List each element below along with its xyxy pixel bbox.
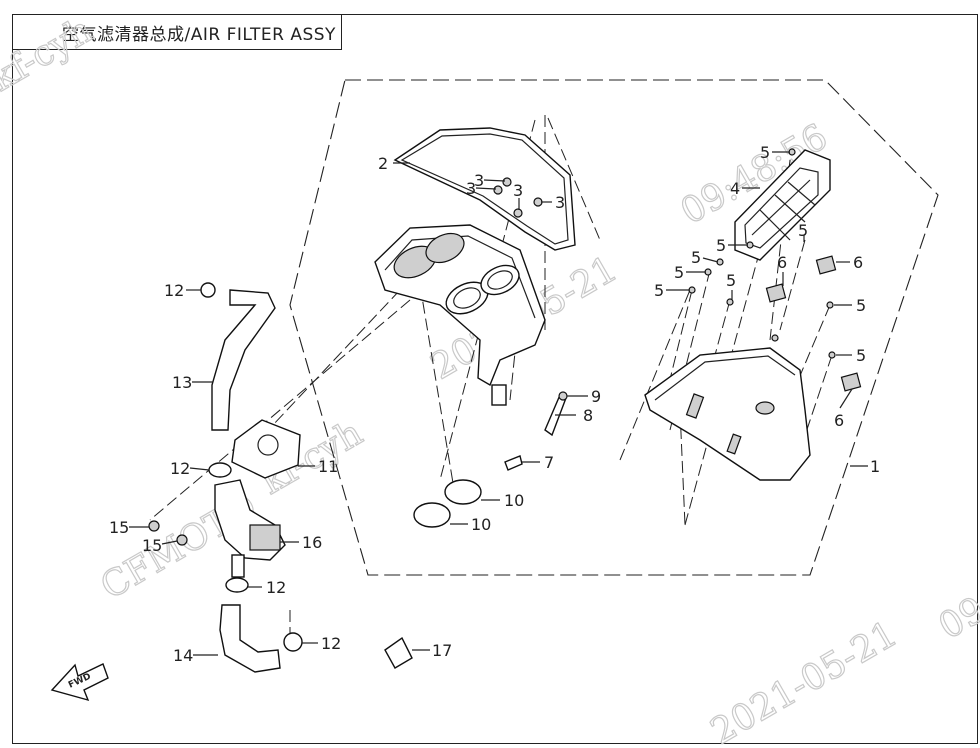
callout-15b: 15 bbox=[142, 536, 162, 555]
callout-6c: 6 bbox=[834, 411, 844, 430]
callout-6b: 6 bbox=[777, 253, 787, 272]
sleeve bbox=[384, 636, 413, 669]
callout-12a: 12 bbox=[164, 281, 184, 300]
callout-5c: 5 bbox=[691, 248, 701, 267]
bracket-hole bbox=[257, 434, 279, 456]
bracket bbox=[231, 419, 301, 479]
callout-12d: 12 bbox=[321, 634, 341, 653]
air-box-lower-housing bbox=[374, 224, 546, 406]
callout-3c: 3 bbox=[513, 181, 523, 200]
callout-10b: 10 bbox=[471, 515, 491, 534]
callout-8: 8 bbox=[583, 406, 593, 425]
hose-clip-b bbox=[208, 462, 232, 478]
watermark-date-2: 2021-05-21 bbox=[704, 614, 904, 748]
filter-element bbox=[734, 149, 831, 261]
fwd-arrow-icon: FWD bbox=[50, 663, 109, 702]
callout-11: 11 bbox=[318, 457, 338, 476]
hose-clip-a bbox=[200, 282, 216, 298]
callout-5a: 5 bbox=[760, 143, 770, 162]
callout-2: 2 bbox=[378, 154, 388, 173]
callout-16: 16 bbox=[302, 533, 322, 552]
hose-clamp-lower bbox=[413, 502, 451, 528]
hose-clip-d bbox=[283, 632, 303, 652]
callout-5f: 5 bbox=[856, 296, 866, 315]
lower-hose bbox=[219, 604, 281, 673]
air-box-cover bbox=[644, 347, 811, 481]
diagram-title: 空气滤清器总成/AIR FILTER ASSY bbox=[62, 25, 336, 45]
callout-12b: 12 bbox=[170, 459, 190, 478]
watermark-user: kf-cyh bbox=[0, 9, 100, 99]
drain-clamp bbox=[558, 391, 568, 401]
screw-a bbox=[148, 520, 160, 532]
callout-3a: 3 bbox=[474, 171, 484, 190]
callout-7: 7 bbox=[544, 453, 554, 472]
callout-5e: 5 bbox=[654, 281, 664, 300]
callout-5d: 5 bbox=[674, 263, 684, 282]
callout-5i: 5 bbox=[726, 271, 736, 290]
callout-10a: 10 bbox=[504, 491, 524, 510]
callout-5h: 5 bbox=[798, 221, 808, 240]
callout-4: 4 bbox=[730, 179, 740, 198]
grommets bbox=[765, 255, 862, 392]
callout-14: 14 bbox=[173, 646, 193, 665]
assembly-boundary bbox=[289, 79, 939, 576]
callout-3b: 3 bbox=[466, 179, 476, 198]
hose-clip-c bbox=[225, 577, 249, 593]
callout-5g: 5 bbox=[856, 346, 866, 365]
callout-numbers: 1 2 3 3 3 3 4 5 5 5 5 5 5 5 5 5 6 6 6 7 … bbox=[109, 143, 880, 665]
solenoid-valve bbox=[214, 479, 286, 578]
drawing-frame bbox=[12, 14, 978, 744]
callout-9: 9 bbox=[591, 387, 601, 406]
callout-6a: 6 bbox=[853, 253, 863, 272]
callout-15a: 15 bbox=[109, 518, 129, 537]
callout-leaders bbox=[129, 151, 868, 656]
callout-5b: 5 bbox=[716, 236, 726, 255]
clip bbox=[504, 455, 523, 471]
callout-13: 13 bbox=[172, 373, 192, 392]
title-block bbox=[12, 14, 342, 50]
hose-clamp-upper bbox=[444, 479, 482, 505]
screws bbox=[493, 177, 543, 218]
callout-1: 1 bbox=[870, 457, 880, 476]
gasket-inner-edge bbox=[400, 133, 569, 245]
callout-3d: 3 bbox=[555, 193, 565, 212]
callout-17: 17 bbox=[432, 641, 452, 660]
upper-hose bbox=[211, 289, 276, 431]
callout-12c: 12 bbox=[266, 578, 286, 597]
watermark-time-2: 09 bbox=[932, 589, 980, 647]
screw-b bbox=[176, 534, 188, 546]
